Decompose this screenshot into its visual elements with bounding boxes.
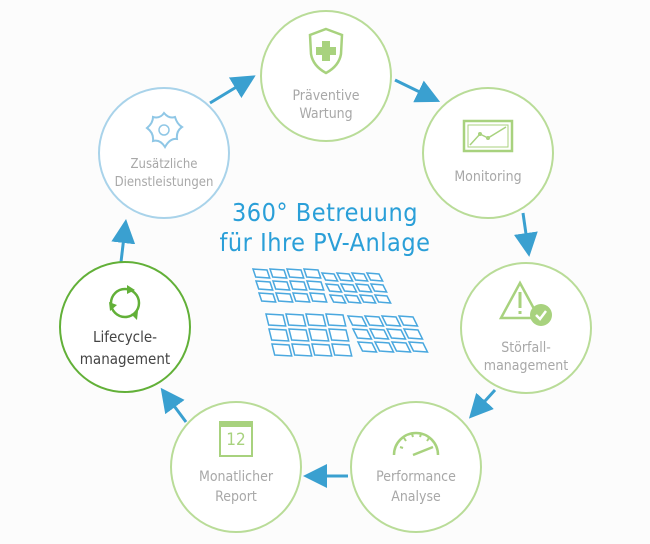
solar-cell	[320, 272, 339, 282]
solar-cell	[254, 280, 274, 291]
solar-cell	[402, 328, 424, 340]
solar-cell	[390, 341, 412, 353]
arrow-zusatz-to-praeventive	[209, 75, 256, 105]
node-label: Präventive	[292, 88, 360, 104]
solar-cell	[331, 343, 353, 357]
solar-cell	[291, 343, 313, 357]
solar-cell	[368, 328, 390, 340]
calendar-icon: 12	[219, 421, 253, 457]
arrow-praeventive-to-monitoring	[394, 78, 441, 103]
node-label: Lifecycle-	[92, 328, 158, 346]
node-label: Störfall-	[501, 340, 551, 356]
solar-cell	[285, 313, 307, 327]
solar-cell	[351, 328, 373, 340]
solar-cell	[365, 272, 384, 282]
solar-cell	[308, 328, 330, 342]
solar-cell	[407, 341, 429, 353]
solar-cell	[257, 292, 277, 303]
title-line-1: 360° Betreuung	[232, 198, 418, 227]
node-zusaetzliche-dienstleistungen[interactable]: Zusätzliche Dienstleistungen	[98, 87, 230, 219]
node-label: Monatlicher	[198, 469, 274, 485]
solar-cell	[305, 280, 325, 291]
solar-cell	[354, 283, 373, 293]
solar-cell	[385, 328, 407, 340]
solar-cell	[271, 280, 291, 291]
speedometer-icon	[392, 431, 440, 457]
solar-cell	[311, 343, 333, 357]
solar-cell	[350, 272, 369, 282]
solar-cell	[380, 315, 402, 327]
node-label: Wartung	[299, 106, 353, 122]
solar-cell	[328, 328, 350, 342]
solar-cell	[397, 315, 419, 327]
node-label: Analyse	[391, 489, 441, 505]
solar-cell	[328, 294, 347, 304]
shield-cross-icon	[308, 27, 344, 75]
node-label: Performance	[376, 469, 456, 485]
solar-cell	[265, 313, 287, 327]
node-praeventive-wartung[interactable]: Präventive Wartung	[260, 10, 392, 142]
warning-check-icon	[498, 280, 552, 326]
node-performance-analyse[interactable]: Performance Analyse	[350, 401, 482, 533]
title-line-2: für Ihre PV-Anlage	[219, 228, 431, 257]
solar-cell	[288, 280, 308, 291]
solar-cell	[356, 341, 378, 353]
solar-cell	[268, 268, 288, 279]
solar-cell	[324, 283, 343, 293]
solar-cell	[291, 292, 311, 303]
solar-cell	[251, 268, 271, 279]
solar-cell	[268, 328, 290, 342]
solar-cell	[335, 272, 354, 282]
solar-cell	[305, 313, 327, 327]
node-monatlicher-report[interactable]: 12 Monatlicher Report	[170, 401, 302, 533]
solar-cell	[339, 283, 358, 293]
solar-cell	[363, 315, 385, 327]
arrow-monitoring-to-stoerfall	[513, 212, 538, 257]
solar-cell	[274, 292, 294, 303]
arrow-stoerfall-to-performance	[468, 388, 497, 419]
node-label: Zusätzliche	[130, 157, 198, 172]
node-lifecycle-management[interactable]: Lifecycle- management	[59, 261, 191, 393]
solar-cell	[285, 268, 305, 279]
solar-cell	[308, 292, 328, 303]
solar-cell	[325, 313, 347, 327]
solar-cell	[288, 328, 310, 342]
node-monitoring[interactable]: Monitoring	[422, 87, 554, 219]
arrow-lifecycle-to-zusatz	[111, 219, 136, 263]
node-label: Report	[215, 489, 257, 505]
node-label: Dienstleistungen	[114, 175, 214, 190]
node-label: management	[483, 358, 569, 374]
node-label: Monitoring	[454, 169, 522, 185]
star-knot-icon	[145, 111, 184, 149]
cycle-arrows-icon	[109, 285, 141, 320]
solar-cell	[373, 294, 392, 304]
arrow-report-to-lifecycle	[160, 387, 188, 423]
monitor-chart-icon	[462, 119, 514, 153]
solar-cell	[302, 268, 322, 279]
node-label: management	[79, 350, 171, 368]
solar-cell	[373, 341, 395, 353]
solar-cell	[346, 315, 368, 327]
solar-cell	[343, 294, 362, 304]
solar-cell	[369, 283, 388, 293]
solar-cell	[358, 294, 377, 304]
node-stoerfall-management[interactable]: Störfall- management	[460, 262, 592, 394]
solar-cell	[271, 343, 293, 357]
